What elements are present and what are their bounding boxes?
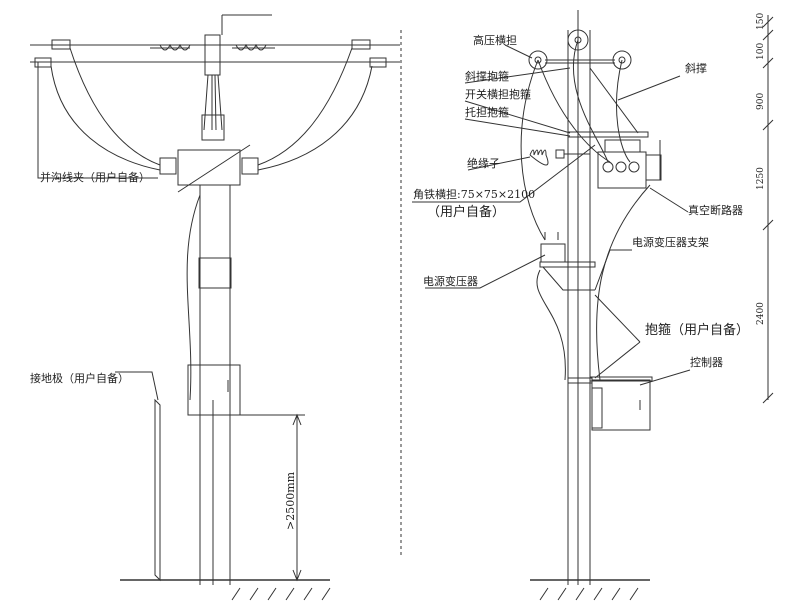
controller-label: 控制器	[690, 356, 723, 369]
angle-iron-crossarm-label: 角铁横担:75×75×2100	[413, 188, 536, 201]
hoop-user-supplied-label: 抱箍（用户自备）	[645, 323, 750, 338]
dimension-100: 100	[756, 42, 766, 60]
insulator-label: 绝缘子	[467, 157, 500, 170]
brace-hoop-label: 斜撑抱箍	[465, 70, 509, 83]
left-pole	[30, 14, 400, 601]
brace-label: 斜撑	[685, 62, 707, 75]
transformer-bracket-label: 电源变压器支架	[632, 236, 709, 249]
hv-crossarm-label: 高压横担	[473, 34, 517, 47]
dimension-150: 150	[756, 12, 766, 30]
ground-electrode-label: 接地极（用户自备）	[30, 372, 129, 385]
dimension-1250: 1250	[756, 167, 766, 190]
right-pole	[412, 10, 774, 601]
dimension-2400: 2400	[756, 302, 766, 325]
height-dimension-label: >2500mm	[284, 471, 297, 530]
user-supplied-label: （用户自备）	[427, 205, 506, 220]
switch-crossarm-hoop-label: 开关横担抱箍	[465, 88, 531, 101]
parallel-groove-clamp-label: 并沟线夹（用户自备）	[40, 171, 150, 184]
power-transformer-label: 电源变压器	[423, 275, 478, 288]
vacuum-breaker-label: 真空断路器	[688, 204, 743, 217]
dimension-900: 900	[756, 92, 766, 110]
support-hoop-label: 托担抱箍	[465, 106, 509, 119]
